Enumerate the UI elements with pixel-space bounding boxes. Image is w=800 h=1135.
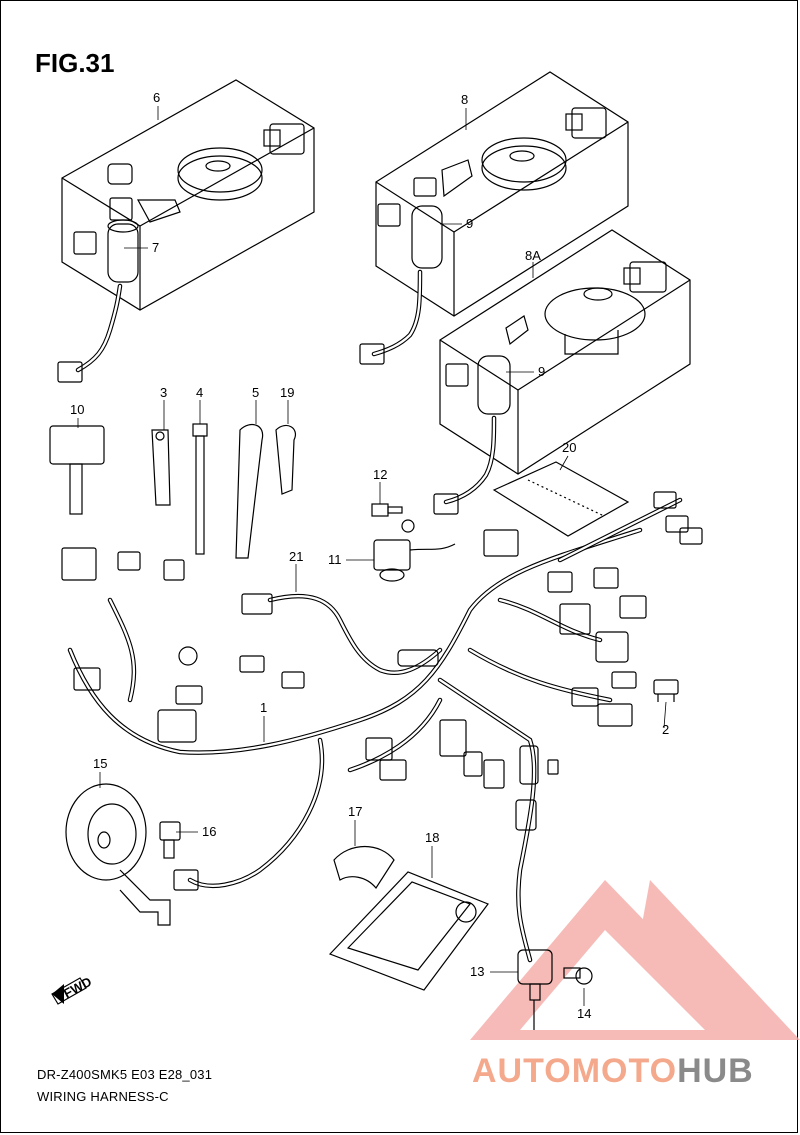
callout-7: 7 (152, 240, 159, 255)
sensor-11 (373, 519, 456, 582)
clamp-3 (151, 429, 171, 506)
callout-13: 13 (470, 964, 484, 979)
callout-8a: 8A (525, 248, 541, 263)
cover-17 (333, 846, 395, 890)
figure-caption: WIRING HARNESS-C (37, 1089, 169, 1104)
callout-8: 8 (461, 92, 468, 107)
callout-9b: 9 (538, 364, 545, 379)
clamp-19 (275, 425, 296, 495)
bracket-18 (328, 871, 489, 991)
switch-13 (517, 949, 553, 1030)
sub-harness-21 (241, 593, 443, 676)
figure-title: FIG.31 (35, 48, 115, 78)
callout-3: 3 (160, 385, 167, 400)
callout-15: 15 (93, 756, 107, 771)
callout-1: 1 (260, 700, 267, 715)
callout-5: 5 (252, 385, 259, 400)
label-sheet-20 (492, 461, 630, 537)
callout-19: 19 (280, 385, 294, 400)
watermark-part-a: AUTOMOTO (472, 1052, 678, 1090)
watermark-logo (470, 880, 800, 1040)
fuse-2 (653, 679, 679, 702)
watermark-part-b: HUB (677, 1052, 754, 1090)
callout-labels: 6 8 8A 7 9 9 10 3 4 5 19 12 11 20 21 1 2… (70, 90, 669, 1021)
callout-2: 2 (662, 722, 669, 737)
callout-18: 18 (425, 830, 439, 845)
forward-direction-arrow: FWD (51, 974, 94, 1005)
fwd-label: FWD (61, 974, 94, 1001)
callout-6: 6 (153, 90, 160, 105)
bolt-14 (563, 967, 593, 985)
bolt-12 (371, 503, 403, 517)
ignition-kit-box-8a (433, 229, 691, 515)
watermark-text: AUTOMOTOHUB (472, 1052, 754, 1091)
bolt-16 (159, 821, 181, 859)
callout-11: 11 (328, 552, 342, 567)
callout-17: 17 (348, 804, 362, 819)
clamp-5 (235, 423, 264, 559)
callout-14: 14 (577, 1006, 591, 1021)
ignition-kit-box-8 (359, 71, 629, 365)
callout-16: 16 (202, 824, 216, 839)
main-harness-1 (61, 491, 703, 963)
ignition-kit-box-6 (57, 79, 315, 383)
callout-12: 12 (373, 467, 387, 482)
callout-10: 10 (70, 402, 84, 417)
callout-leaders (77, 106, 667, 1006)
callout-21: 21 (289, 549, 303, 564)
key-blank-10 (49, 425, 105, 515)
callout-4: 4 (196, 385, 203, 400)
model-code: DR-Z400SMK5 E03 E28_031 (37, 1067, 213, 1082)
callout-9a: 9 (466, 216, 473, 231)
cable-tie-4 (192, 423, 208, 555)
horn-15 (65, 783, 171, 926)
callout-20: 20 (562, 440, 576, 455)
